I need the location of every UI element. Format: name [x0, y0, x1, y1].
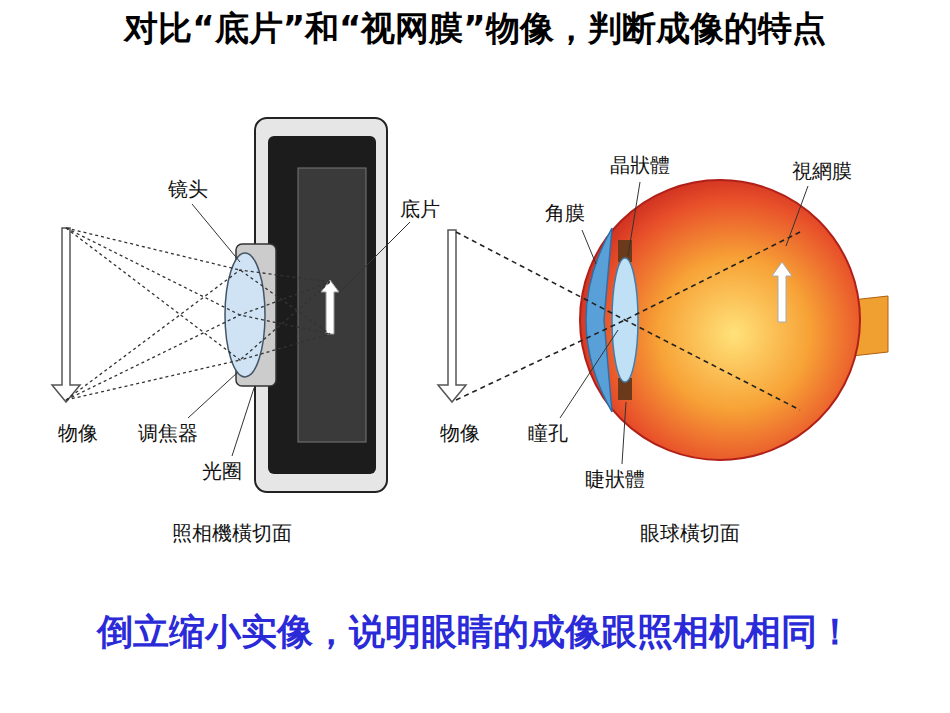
part-label: 底片 [398, 197, 442, 221]
label-holder: 调焦器 [136, 420, 200, 447]
object-arrow [438, 230, 466, 402]
conclusion-text: 倒立缩小实像，说明眼睛的成像跟照相机相同！ [97, 608, 853, 657]
part-label: 瞳孔 [526, 421, 570, 445]
part-label: 睫狀體 [583, 467, 647, 491]
part-label: 光圈 [200, 459, 244, 483]
eyeball [580, 180, 860, 460]
label-holder: 眼球橫切面 [638, 520, 742, 547]
cornea [586, 228, 612, 412]
label-holder: 視網膜 [790, 158, 854, 185]
figure-caption: 照相機橫切面 [170, 521, 294, 545]
camera-chamber [298, 168, 366, 442]
label-holder: 瞳孔 [526, 420, 570, 447]
label-holder: 物像 [438, 420, 482, 447]
camera-figure [52, 118, 387, 492]
camera-body [268, 136, 376, 474]
object-label: 物像 [56, 421, 100, 445]
part-label: 角膜 [543, 201, 587, 225]
label-holder: 光圈 [200, 458, 244, 485]
label-holder: 睫狀體 [583, 466, 647, 493]
part-label: 镜头 [166, 177, 210, 201]
leader-lines [188, 182, 808, 464]
part-label: 晶狀體 [608, 153, 672, 177]
label-holder: 照相機橫切面 [170, 520, 294, 547]
retina-image [772, 262, 792, 322]
label-holder: 晶狀體 [608, 152, 672, 179]
light-rays [456, 232, 800, 410]
object-label: 物像 [438, 421, 482, 445]
part-label: 視網膜 [790, 159, 854, 183]
object-arrow [52, 228, 80, 402]
label-holder: 底片 [398, 196, 442, 223]
slide-title: 对比“底片”和“视网膜”物像，判断成像的特点 [35, 6, 915, 50]
figure-caption: 眼球橫切面 [638, 521, 742, 545]
part-label: 调焦器 [136, 421, 200, 445]
light-rays [66, 228, 330, 400]
title-holder: 对比“底片”和“视网膜”物像，判断成像的特点 [35, 6, 915, 50]
label-holder: 物像 [56, 420, 100, 447]
caption-holder: 倒立缩小实像，说明眼睛的成像跟照相机相同！ [97, 608, 853, 657]
eye-figure [438, 180, 888, 460]
label-holder: 镜头 [166, 176, 210, 203]
label-holder: 角膜 [543, 200, 587, 227]
